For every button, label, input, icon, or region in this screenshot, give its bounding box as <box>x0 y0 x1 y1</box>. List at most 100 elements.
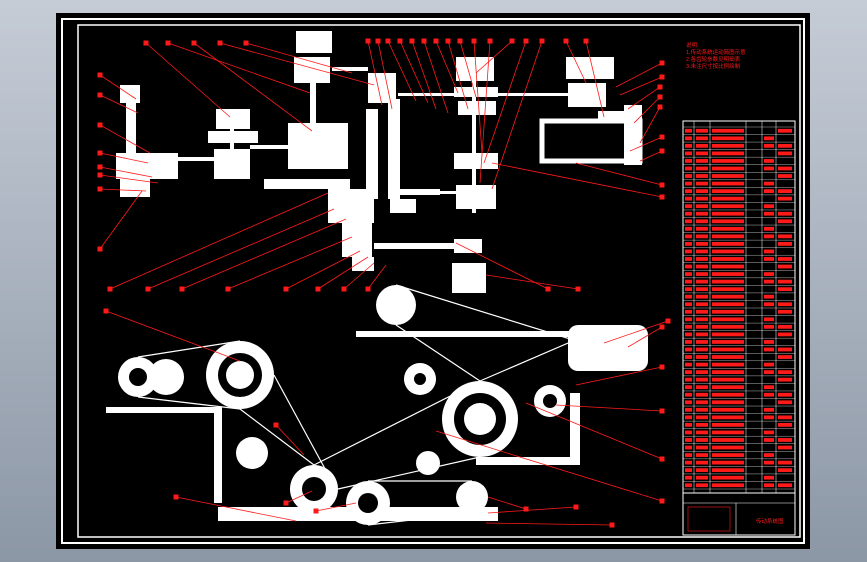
frame-upper-rail <box>356 331 576 337</box>
table-cell-mark <box>696 407 708 412</box>
table-cell-mark <box>778 166 792 171</box>
inner-border <box>77 24 801 538</box>
title-block-label: 传动系统图 <box>756 517 784 525</box>
table-cell-mark <box>696 483 708 488</box>
table-cell-mark <box>685 279 692 284</box>
table-cell-mark <box>778 324 792 329</box>
callout-balloon <box>659 148 665 154</box>
table-cell-mark <box>764 392 774 397</box>
leader-line <box>435 430 663 502</box>
callout-balloon <box>315 286 321 292</box>
table-cell-mark <box>712 196 744 201</box>
table-cell-mark <box>696 385 708 390</box>
table-cell-mark <box>778 309 792 314</box>
table-cell-mark <box>712 415 744 420</box>
table-cell-mark <box>778 264 792 269</box>
table-cell-mark <box>685 392 692 397</box>
table-cell-mark <box>778 211 792 216</box>
base-b <box>264 179 350 189</box>
leader-line <box>227 236 353 290</box>
belt <box>313 380 481 466</box>
table-cell-mark <box>712 438 744 442</box>
table-cell-mark <box>778 347 792 352</box>
table-cell-mark <box>764 272 774 276</box>
table-cell-mark <box>696 415 708 420</box>
callout-balloon <box>487 38 493 44</box>
leader-line <box>633 96 661 124</box>
belt <box>395 324 481 382</box>
shaft-fh <box>496 93 568 96</box>
leader-line <box>575 366 663 386</box>
table-cell-mark <box>764 475 774 480</box>
gear-f3 <box>458 101 496 115</box>
table-cell-mark <box>764 234 774 239</box>
pulley-hub <box>226 361 254 389</box>
leader-line <box>105 310 241 362</box>
table-cell-mark <box>685 302 692 307</box>
leader-line <box>475 40 513 74</box>
callout-balloon <box>313 508 319 514</box>
motor-body <box>116 153 178 179</box>
callout-balloon <box>509 38 515 44</box>
table-cell-mark <box>696 445 708 450</box>
table-cell-mark <box>712 151 744 156</box>
table-cell-mark <box>685 159 692 163</box>
table-cell-mark <box>778 483 792 488</box>
leader-line <box>639 106 661 144</box>
leader-line <box>99 74 137 100</box>
table-cell-mark <box>696 460 708 465</box>
callout-balloon <box>283 500 289 506</box>
table-cell-mark <box>685 151 692 156</box>
input-shaft <box>178 157 214 161</box>
cluster-d <box>328 189 374 223</box>
callout-balloon <box>539 38 545 44</box>
table-cell-mark <box>696 279 708 284</box>
leader-line <box>435 40 459 94</box>
leader-line <box>315 502 357 512</box>
table-cell-mark <box>685 317 692 322</box>
leader-line <box>99 166 153 178</box>
callout-leaders <box>99 40 669 526</box>
note-line-3: 2.各齿轮参数见明细表 <box>686 55 741 63</box>
table-cell-mark <box>685 128 692 133</box>
table-cell-mark <box>696 430 708 435</box>
leader-line <box>219 42 375 86</box>
shaft-ab <box>250 145 290 149</box>
motor-top <box>120 85 140 103</box>
note-line-4: 3.未注尺寸按比例绘制 <box>686 62 741 70</box>
callout-balloon <box>657 84 663 90</box>
top-cap <box>296 31 332 53</box>
leader-line <box>627 86 661 110</box>
callout-balloon <box>609 522 615 528</box>
leader-line <box>483 40 527 164</box>
table-cell-mark <box>696 234 708 239</box>
drawing-sheet: 说明: 1.传动系统运动简图示意 2.各齿轮参数见明细表 3.未注尺寸按比例绘制… <box>56 13 810 549</box>
table-cell-mark <box>685 196 692 201</box>
parts-list-table <box>682 120 796 494</box>
notes-block: 说明: 1.传动系统运动简图示意 2.各齿轮参数见明细表 3.未注尺寸按比例绘制 <box>686 41 746 70</box>
leader-line <box>629 136 663 152</box>
table-cell-mark <box>778 438 792 442</box>
table-cell-mark <box>712 287 744 292</box>
table-cell-mark <box>685 219 692 224</box>
table-cell-mark <box>764 324 774 329</box>
callout-balloon <box>143 40 149 46</box>
table-cell-mark <box>712 174 744 178</box>
table-cell-mark <box>685 370 692 374</box>
callout-balloon <box>563 38 569 44</box>
table-cell-mark <box>712 445 744 450</box>
leader-line <box>447 40 469 110</box>
table-cell-mark <box>764 189 774 193</box>
table-cell-mark <box>696 392 708 397</box>
callout-balloon <box>97 72 103 78</box>
callout-balloon <box>365 38 371 44</box>
table-cell-mark <box>764 483 774 488</box>
leader-line <box>615 62 663 88</box>
table-cell-mark <box>712 340 744 344</box>
leader-line <box>627 326 663 348</box>
table-cell-mark <box>696 332 708 337</box>
callout-balloon <box>225 286 231 292</box>
belt <box>367 512 473 526</box>
leader-line <box>575 162 663 186</box>
table-cell-mark <box>764 204 774 209</box>
